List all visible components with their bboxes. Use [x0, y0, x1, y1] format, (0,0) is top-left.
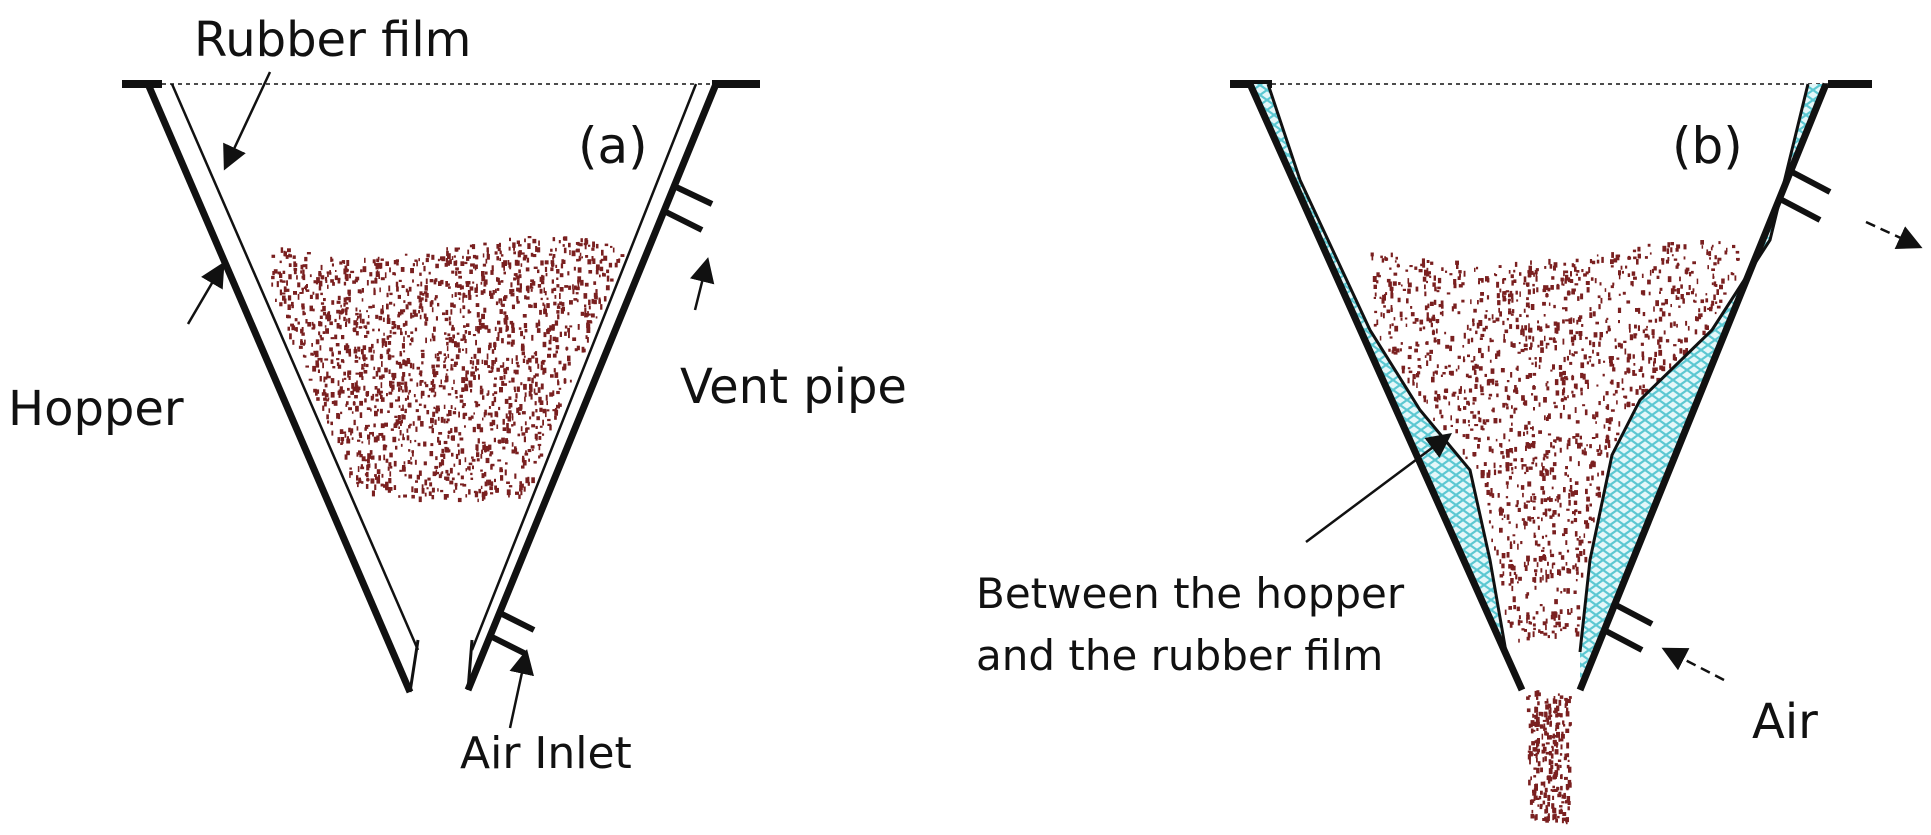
- vent-pipe-arrow: [690, 257, 715, 311]
- hopper-bottom-left: [408, 639, 420, 693]
- vent-outflow-arrow: [1865, 220, 1923, 249]
- panel-label-b: (b): [1672, 117, 1743, 175]
- granular-material: [271, 236, 625, 503]
- hopper-arrow: [186, 261, 225, 325]
- discharging-flow: [1526, 690, 1572, 825]
- between-arrow: [1305, 433, 1453, 544]
- rubber-film-right-b: [1578, 83, 1810, 653]
- vent-pipe: [664, 183, 714, 233]
- air-inlet-arrow: [508, 649, 534, 729]
- rubber-film-left-b: [1266, 83, 1508, 653]
- panel-a: (a) Rubber film Hopper Vent pipe Air Inl…: [8, 12, 907, 779]
- air-inlet-pipe-b: [1602, 601, 1654, 653]
- rubber-film-left: [170, 83, 420, 651]
- label-hopper: Hopper: [8, 381, 184, 437]
- label-vent-pipe: Vent pipe: [680, 359, 907, 415]
- vent-pipe-b: [1780, 169, 1832, 223]
- rubber-film-arrow: [223, 71, 272, 171]
- granular-material-b: [1370, 240, 1740, 643]
- label-between-line2: and the rubber film: [976, 631, 1383, 680]
- panel-label-a: (a): [578, 117, 648, 175]
- hopper-wall-right-b: [1576, 82, 1830, 692]
- label-between-line1: Between the hopper: [976, 569, 1405, 618]
- hopper-bottom-right: [466, 639, 474, 691]
- label-air-inlet: Air Inlet: [460, 728, 632, 779]
- hopper-wall-left-b: [1246, 82, 1526, 692]
- label-air: Air: [1752, 694, 1818, 750]
- rubber-film-right: [470, 83, 698, 651]
- hopper-wall-left: [144, 82, 414, 694]
- air-inflow-arrow: [1661, 647, 1725, 682]
- panel-b: (b) Between the hopper and the rubber fi…: [976, 80, 1923, 825]
- label-rubber-film: Rubber film: [194, 12, 471, 68]
